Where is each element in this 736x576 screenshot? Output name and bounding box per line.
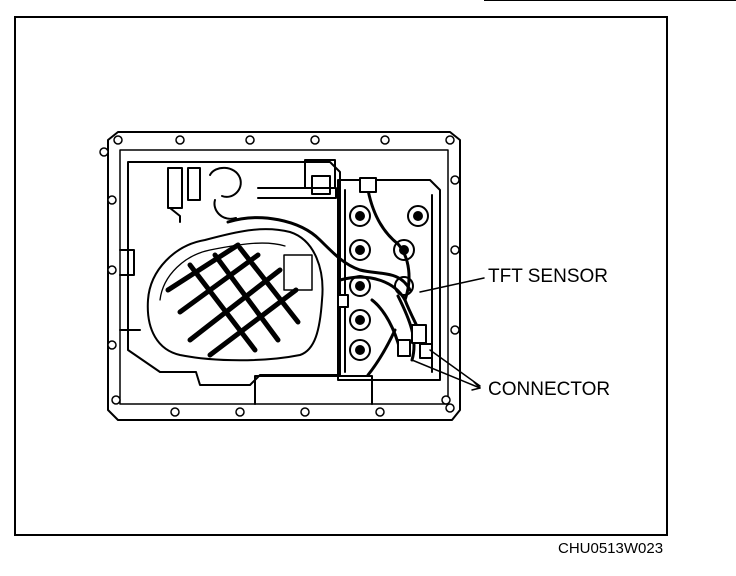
cavity-outline [127,161,341,386]
pan-bolt-holes [99,135,460,417]
connector-leader-1 [411,359,481,389]
strainer-outline [146,228,324,362]
connector-label: CONNECTOR [488,379,611,400]
strainer-grid [165,242,301,358]
tft-sensor-label: TFT SENSOR [488,266,608,287]
valve-block [337,179,441,381]
figure-frame [14,16,668,536]
pan-outer-outline [107,131,461,421]
connector-leader-2 [429,349,481,387]
top-component-left [167,167,183,209]
connector-block-2 [397,339,411,357]
figure-code: CHU0513W023 [558,540,664,557]
tft-sensor-leader [419,277,485,293]
connector-block-1 [411,324,427,344]
solenoid-group [349,205,429,361]
top-edge-line [484,0,736,1]
